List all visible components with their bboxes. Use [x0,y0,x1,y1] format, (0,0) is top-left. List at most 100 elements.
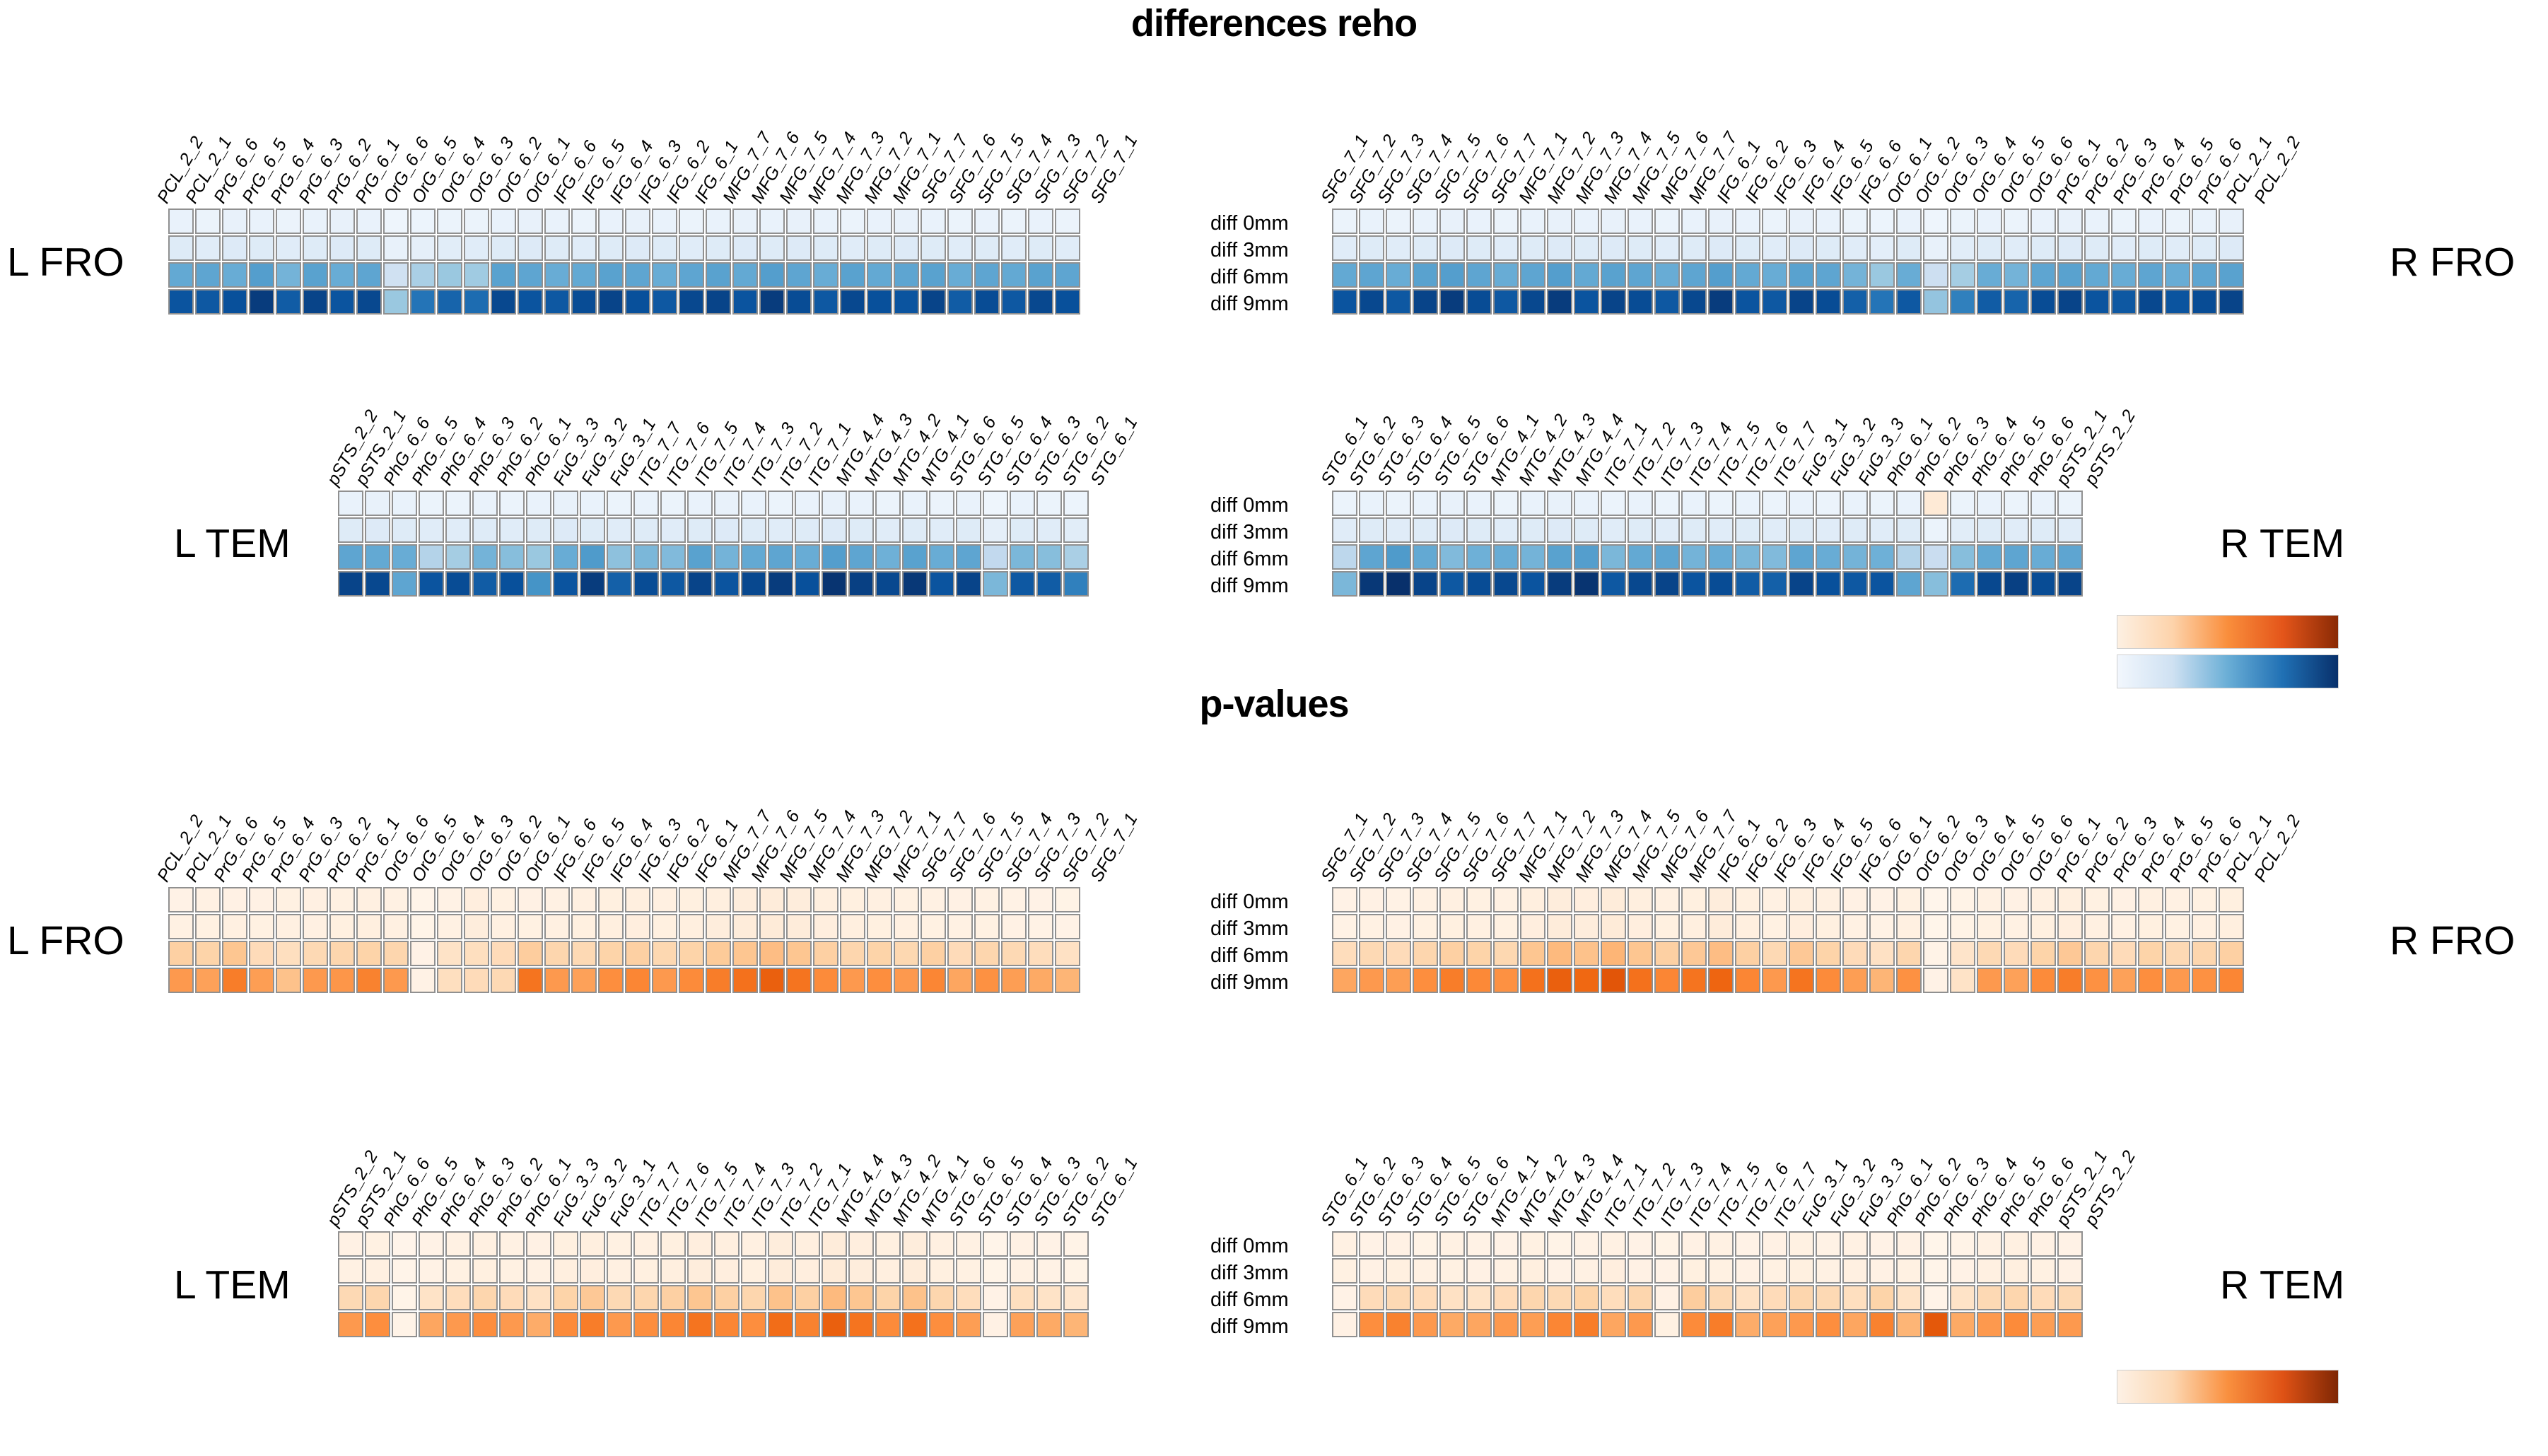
heatmap-cell[interactable] [848,1312,874,1337]
heatmap-cell[interactable] [840,235,865,261]
heatmap-cell[interactable] [902,544,928,570]
heatmap-cell[interactable] [2138,968,2163,993]
heatmap-cell[interactable] [571,941,597,966]
heatmap-cell[interactable] [875,1312,901,1337]
heatmap-cell[interactable] [1413,1258,1438,1284]
heatmap-cell[interactable] [598,235,624,261]
heatmap-cell[interactable] [1762,209,1787,234]
heatmap-cell[interactable] [1466,941,1492,966]
heatmap-cell[interactable] [706,914,731,939]
heatmap-cell[interactable] [1681,1231,1707,1257]
heatmap-cell[interactable] [1439,968,1465,993]
heatmap-cell[interactable] [1466,1231,1492,1257]
heatmap-cell[interactable] [544,941,570,966]
heatmap-cell[interactable] [1816,1258,1841,1284]
heatmap-cell[interactable] [2057,1285,2083,1310]
heatmap-cell[interactable] [1332,968,1357,993]
heatmap-cell[interactable] [1708,517,1734,543]
heatmap-cell[interactable] [437,887,462,912]
heatmap-cell[interactable] [1842,1258,1868,1284]
heatmap-cell[interactable] [2004,1258,2029,1284]
heatmap-cell[interactable] [840,887,865,912]
heatmap-cell[interactable] [1359,571,1384,597]
heatmap-cell[interactable] [1520,289,1545,315]
heatmap-cell[interactable] [168,289,194,315]
heatmap-cell[interactable] [499,517,525,543]
heatmap-cell[interactable] [956,1312,981,1337]
heatmap-cell[interactable] [356,209,382,234]
heatmap-cell[interactable] [1547,1258,1572,1284]
heatmap-cell[interactable] [848,1285,874,1310]
heatmap-cell[interactable] [813,914,838,939]
heatmap-cell[interactable] [1654,968,1680,993]
heatmap-cell[interactable] [464,887,489,912]
heatmap-cell[interactable] [1842,262,1868,288]
heatmap-cell[interactable] [2057,289,2083,315]
heatmap-cell[interactable] [1466,968,1492,993]
heatmap-cell[interactable] [1842,235,1868,261]
heatmap-cell[interactable] [1010,1285,1035,1310]
heatmap-cell[interactable] [580,1312,605,1337]
heatmap-cell[interactable] [491,941,516,966]
heatmap-cell[interactable] [419,1258,444,1284]
heatmap-cell[interactable] [2004,544,2029,570]
heatmap-cell[interactable] [1816,1312,1841,1337]
heatmap-cell[interactable] [2165,209,2190,234]
heatmap-cell[interactable] [1439,289,1465,315]
heatmap-cell[interactable] [921,262,946,288]
heatmap-cell[interactable] [437,968,462,993]
heatmap-cell[interactable] [1063,1258,1089,1284]
heatmap-cell[interactable] [1439,262,1465,288]
heatmap-cell[interactable] [1762,1231,1787,1257]
heatmap-cell[interactable] [607,1285,632,1310]
heatmap-cell[interactable] [741,517,766,543]
heatmap-cell[interactable] [365,491,390,516]
heatmap-cell[interactable] [813,235,838,261]
heatmap-cell[interactable] [1681,1258,1707,1284]
heatmap-cell[interactable] [983,1231,1008,1257]
heatmap-cell[interactable] [464,235,489,261]
heatmap-cell[interactable] [786,968,812,993]
heatmap-cell[interactable] [786,262,812,288]
heatmap-cell[interactable] [1708,235,1734,261]
heatmap-cell[interactable] [1359,1312,1384,1337]
heatmap-cell[interactable] [2138,289,2163,315]
heatmap-cell[interactable] [356,289,382,315]
heatmap-cell[interactable] [1923,289,1948,315]
heatmap-cell[interactable] [1950,941,1975,966]
heatmap-cell[interactable] [1493,517,1519,543]
heatmap-cell[interactable] [553,571,578,597]
heatmap-cell[interactable] [1439,914,1465,939]
heatmap-cell[interactable] [410,887,436,912]
heatmap-cell[interactable] [518,262,543,288]
heatmap-cell[interactable] [2138,941,2163,966]
heatmap-cell[interactable] [1977,517,2002,543]
heatmap-cell[interactable] [2219,887,2244,912]
heatmap-cell[interactable] [1493,968,1519,993]
heatmap-cell[interactable] [1762,517,1787,543]
heatmap-cell[interactable] [1386,289,1411,315]
heatmap-cell[interactable] [1627,941,1653,966]
heatmap-cell[interactable] [607,1258,632,1284]
heatmap-cell[interactable] [1950,1231,1975,1257]
heatmap-cell[interactable] [1063,544,1089,570]
heatmap-cell[interactable] [2004,1231,2029,1257]
heatmap-cell[interactable] [1735,517,1760,543]
heatmap-cell[interactable] [1708,209,1734,234]
heatmap-cell[interactable] [1789,887,1814,912]
heatmap-cell[interactable] [1010,571,1035,597]
heatmap-cell[interactable] [419,1312,444,1337]
heatmap-cell[interactable] [867,209,892,234]
heatmap-cell[interactable] [1413,544,1438,570]
heatmap-cell[interactable] [1708,491,1734,516]
heatmap-cell[interactable] [1869,235,1895,261]
heatmap-cell[interactable] [1332,914,1357,939]
heatmap-cell[interactable] [2219,235,2244,261]
heatmap-cell[interactable] [1547,289,1572,315]
heatmap-cell[interactable] [1735,571,1760,597]
heatmap-cell[interactable] [714,1231,740,1257]
heatmap-cell[interactable] [1493,1258,1519,1284]
heatmap-cell[interactable] [660,491,686,516]
heatmap-cell[interactable] [1842,571,1868,597]
heatmap-cell[interactable] [1923,517,1948,543]
